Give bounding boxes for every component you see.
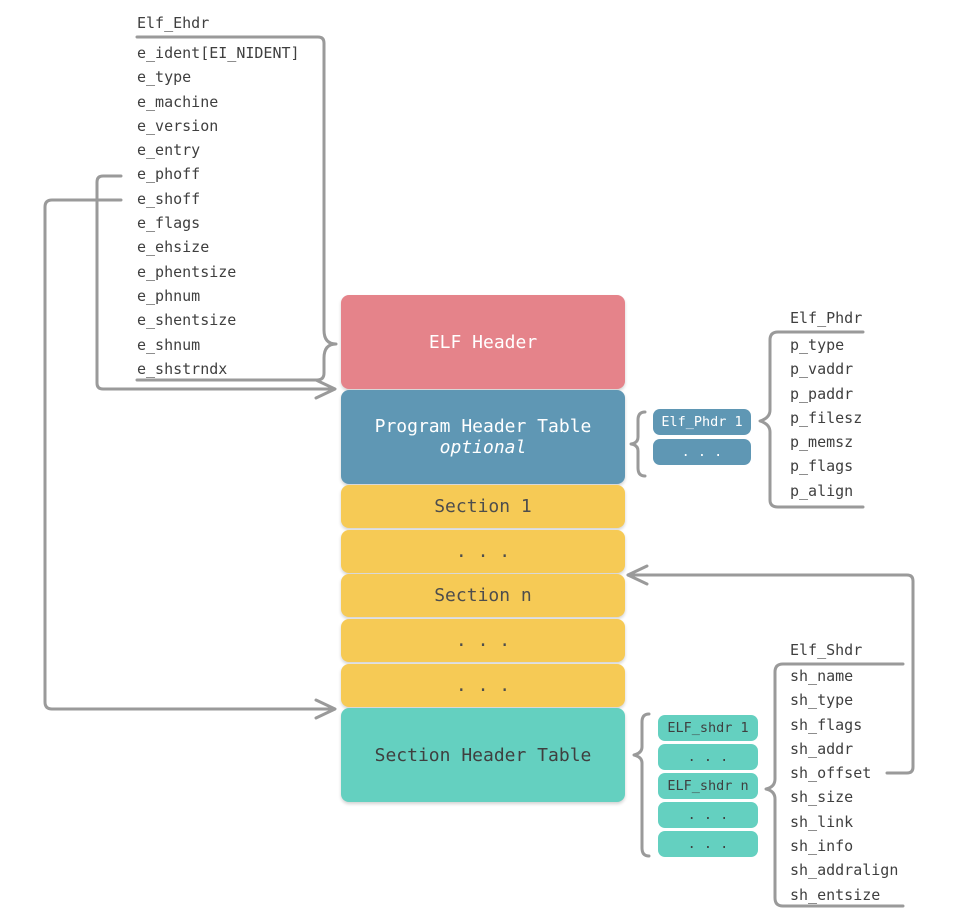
phdr-field: p_memsz — [790, 433, 854, 452]
shdr-field: sh_flags — [790, 715, 863, 734]
phdr-brace — [629, 410, 647, 478]
ehdr-field: e_flags — [137, 214, 201, 233]
section-header-table-block: Section Header Table — [341, 708, 625, 802]
elf-shdr-title: Elf_Shdr — [790, 641, 863, 659]
shdr-field: sh_info — [790, 837, 854, 856]
section-ellipsis-block: . . . — [341, 619, 625, 662]
ehdr-field: e_shstrndx — [137, 359, 228, 378]
elf-ehdr-title: Elf_Ehdr — [137, 14, 210, 32]
phdr-field: p_align — [790, 481, 854, 500]
phdr-entry-pill: . . . — [653, 439, 751, 465]
elf-shdr-field-list: sh_name sh_type sh_flags sh_addr sh_offs… — [790, 664, 898, 907]
shdr-fields-brace — [764, 662, 905, 908]
shdr-field: sh_type — [790, 691, 854, 710]
ehdr-field: e_machine — [137, 92, 219, 111]
section-ellipsis-label: . . . — [455, 675, 511, 696]
ehdr-field: e_shoff — [137, 189, 201, 208]
shdr-entry-pill: ELF_shdr n — [658, 773, 758, 799]
shdr-entry-pill: . . . — [658, 744, 758, 770]
shdr-brace — [632, 712, 651, 858]
shdr-field: sh_size — [790, 788, 854, 807]
shoff-link-line — [43, 198, 335, 711]
section-ellipsis-block: . . . — [341, 530, 625, 573]
ehdr-field: e_entry — [137, 141, 201, 160]
section-ellipsis-label: . . . — [455, 541, 511, 562]
shoffset-arrowhead — [626, 564, 649, 586]
shdr-field: sh_offset — [790, 764, 872, 783]
elf-phdr-field-list: p_type p_vaddr p_paddr p_filesz p_memsz … — [790, 333, 862, 503]
ehdr-field: e_phoff — [137, 165, 201, 184]
elf-phdr-title: Elf_Phdr — [790, 309, 863, 327]
shdr-field: sh_entsize — [790, 885, 881, 904]
phdr-fields-brace — [758, 330, 865, 509]
section-1-label: Section 1 — [434, 496, 532, 517]
ehdr-field: e_shentsize — [137, 311, 237, 330]
ehdr-field: e_phentsize — [137, 262, 237, 281]
shoffset-link-line — [626, 573, 915, 775]
section-n-label: Section n — [434, 585, 532, 606]
section-n-block: Section n — [341, 574, 625, 617]
ehdr-bracket — [135, 35, 338, 382]
shdr-entry-pill: . . . — [658, 831, 758, 857]
ehdr-field: e_shnum — [137, 335, 201, 354]
phdr-field: p_type — [790, 336, 845, 354]
shdr-entry-pill: . . . — [658, 802, 758, 828]
elf-header-block: ELF Header — [341, 295, 625, 389]
program-header-table-label: Program Header Table — [374, 416, 592, 437]
elf-ehdr-field-list: e_ident[EI_NIDENT] e_type e_machine e_ve… — [137, 41, 300, 381]
phdr-field: p_filesz — [790, 408, 863, 427]
section-header-table-label: Section Header Table — [374, 744, 592, 766]
elf-header-label: ELF Header — [428, 331, 538, 353]
ehdr-field: e_phnum — [137, 286, 201, 305]
ehdr-field: e_ident[EI_NIDENT] — [137, 44, 300, 62]
ehdr-field: e_version — [137, 116, 219, 135]
phdr-entry-pill: Elf_Phdr 1 — [653, 409, 751, 435]
shdr-field: sh_addralign — [790, 861, 899, 880]
program-header-table-note: optional — [439, 437, 527, 458]
ehdr-field: e_type — [137, 68, 192, 87]
shdr-entry-pill: ELF_shdr 1 — [658, 715, 758, 741]
phdr-field: p_flags — [790, 457, 854, 476]
section-ellipsis-label: . . . — [455, 630, 511, 651]
shdr-field: sh_link — [790, 812, 854, 831]
shdr-field: sh_addr — [790, 739, 854, 758]
phoff-link-line — [95, 174, 335, 391]
section-ellipsis-block: . . . — [341, 664, 625, 707]
phdr-field: p_vaddr — [790, 360, 854, 379]
section-1-block: Section 1 — [341, 485, 625, 528]
phdr-field: p_paddr — [790, 384, 854, 403]
shoff-arrowhead — [314, 698, 337, 720]
program-header-table-block: Program Header Table optional — [341, 390, 625, 484]
phoff-arrowhead — [314, 378, 337, 400]
ehdr-field: e_ehsize — [137, 238, 210, 257]
shdr-field: sh_name — [790, 667, 854, 685]
